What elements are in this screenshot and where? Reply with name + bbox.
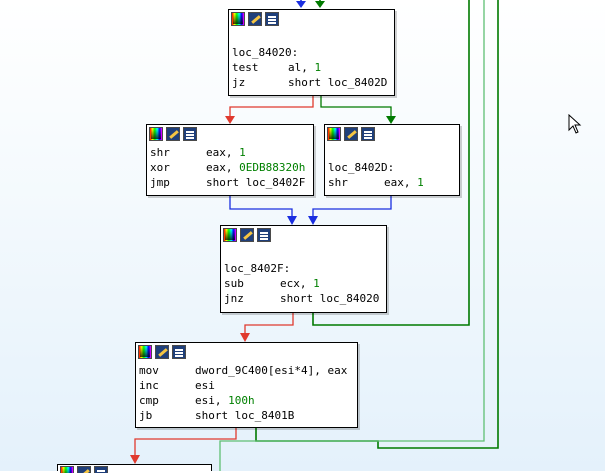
operand: short loc_84020 [280, 292, 380, 305]
instruction-mnemonic: inc [139, 379, 159, 392]
operand-immediate: 1 [313, 277, 320, 290]
code-instruction: xor eax, 0EDB88320h [150, 160, 310, 175]
operand: eax, [384, 176, 418, 189]
edge-n2-to-n4 [229, 196, 297, 225]
code-line-blank [232, 30, 391, 45]
edge-n4-to-n5-false [240, 313, 294, 342]
operand-immediate: 1 [314, 61, 322, 74]
code-label: loc_8402D: [328, 161, 395, 174]
color-icon[interactable] [149, 127, 163, 141]
instruction-mnemonic: cmp [139, 394, 159, 407]
instruction-mnemonic: shr [328, 176, 348, 189]
edge-n5-to-n6-false [130, 428, 237, 464]
instruction-mnemonic: jz [232, 76, 246, 89]
edge-n5-back-to-outer-loop [255, 0, 499, 449]
instruction-mnemonic: jnz [224, 292, 244, 305]
instruction-mnemonic: mov [139, 364, 159, 377]
edge-faded-outer-1 [219, 0, 485, 471]
instruction-mnemonic: jmp [150, 176, 170, 189]
rename-icon[interactable] [166, 127, 180, 141]
graph-icon[interactable] [257, 228, 271, 242]
code-instruction: mov dword_9C400[esi*4], eax [139, 363, 354, 378]
graph-icon[interactable] [265, 12, 279, 26]
operand: esi [195, 379, 215, 392]
node-code: shr eax, 1 xor eax, 0EDB88320h jmp short loc_… [147, 143, 313, 193]
operand: ecx, [280, 277, 314, 290]
operand: eax, [206, 146, 240, 159]
color-icon[interactable] [231, 12, 245, 26]
node-toolbar [136, 343, 357, 361]
node-code: loc_8402F:sub ecx, 1 jnz short loc_84020 [221, 244, 386, 309]
operand: dword_9C400[esi*4], eax [195, 364, 348, 377]
code-instruction: cmp esi, 100h [139, 393, 354, 408]
operand: short loc_8401B [195, 409, 295, 422]
node-toolbar [325, 125, 459, 143]
rename-icon[interactable] [155, 345, 169, 359]
code-block-loc-8402f[interactable]: loc_8402F:sub ecx, 1 jnz short loc_84020 [220, 225, 387, 313]
operand-immediate: 100h [228, 394, 255, 407]
color-icon[interactable] [223, 228, 237, 242]
instruction-mnemonic: shr [150, 146, 170, 159]
operand: al, [288, 61, 315, 74]
code-block-shr-xor[interactable]: shr eax, 1 xor eax, 0EDB88320h jmp short loc_… [146, 124, 314, 196]
edge-n4-back-to-n1 [312, 0, 470, 326]
color-icon[interactable] [60, 466, 74, 473]
edge-n1-to-n3-true [320, 96, 396, 124]
code-label: loc_84020: [232, 46, 299, 59]
code-label: loc_8402F: [224, 262, 291, 275]
code-block-loc-84020[interactable]: loc_84020:test al, 1 jz short loc_8402D [228, 9, 395, 96]
edge-into-n1-green [315, 0, 325, 8]
code-instruction: inc esi [139, 378, 354, 393]
color-icon[interactable] [327, 127, 341, 141]
edge-n3-to-n4 [308, 196, 392, 225]
node-toolbar [229, 10, 394, 28]
code-line-blank [224, 246, 383, 261]
code-block-next[interactable] [57, 464, 212, 473]
operand: eax, [206, 161, 240, 174]
code-instruction: shr eax, 1 [150, 145, 310, 160]
code-instruction: shr eax, 1 [328, 175, 456, 190]
code-line-blank [328, 145, 456, 160]
code-instruction: sub ecx, 1 [224, 276, 383, 291]
code-instruction: jz short loc_8402D [232, 75, 391, 90]
code-instruction: jb short loc_8401B [139, 408, 354, 423]
instruction-mnemonic: test [232, 61, 259, 74]
node-code: loc_84020:test al, 1 jz short loc_8402D [229, 28, 394, 93]
graph-icon[interactable] [361, 127, 375, 141]
instruction-mnemonic: xor [150, 161, 170, 174]
operand: short loc_8402D [288, 76, 388, 89]
node-toolbar [58, 465, 211, 473]
code-instruction: jnz short loc_84020 [224, 291, 383, 306]
graph-icon[interactable] [94, 466, 108, 473]
color-icon[interactable] [138, 345, 152, 359]
edge-n1-to-n2-false [225, 96, 314, 124]
instruction-mnemonic: jb [139, 409, 153, 422]
rename-icon[interactable] [240, 228, 254, 242]
graph-icon[interactable] [172, 345, 186, 359]
code-block-loc-8402d[interactable]: loc_8402D:shr eax, 1 [324, 124, 460, 196]
edge-into-n1-blue [296, 0, 306, 8]
node-toolbar [221, 226, 386, 244]
node-toolbar [147, 125, 313, 143]
rename-icon[interactable] [344, 127, 358, 141]
mouse-pointer-icon [568, 114, 582, 134]
code-instruction: jmp short loc_8402F [150, 175, 310, 190]
operand-immediate: 1 [239, 146, 246, 159]
rename-icon[interactable] [77, 466, 91, 473]
operand: esi, [195, 394, 229, 407]
graph-icon[interactable] [183, 127, 197, 141]
node-code: loc_8402D:shr eax, 1 [325, 143, 459, 193]
operand-immediate: 0EDB88320h [239, 161, 306, 174]
operand-immediate: 1 [417, 176, 424, 189]
instruction-mnemonic: sub [224, 277, 244, 290]
rename-icon[interactable] [248, 12, 262, 26]
code-instruction: test al, 1 [232, 60, 391, 75]
operand: short loc_8402F [206, 176, 306, 189]
